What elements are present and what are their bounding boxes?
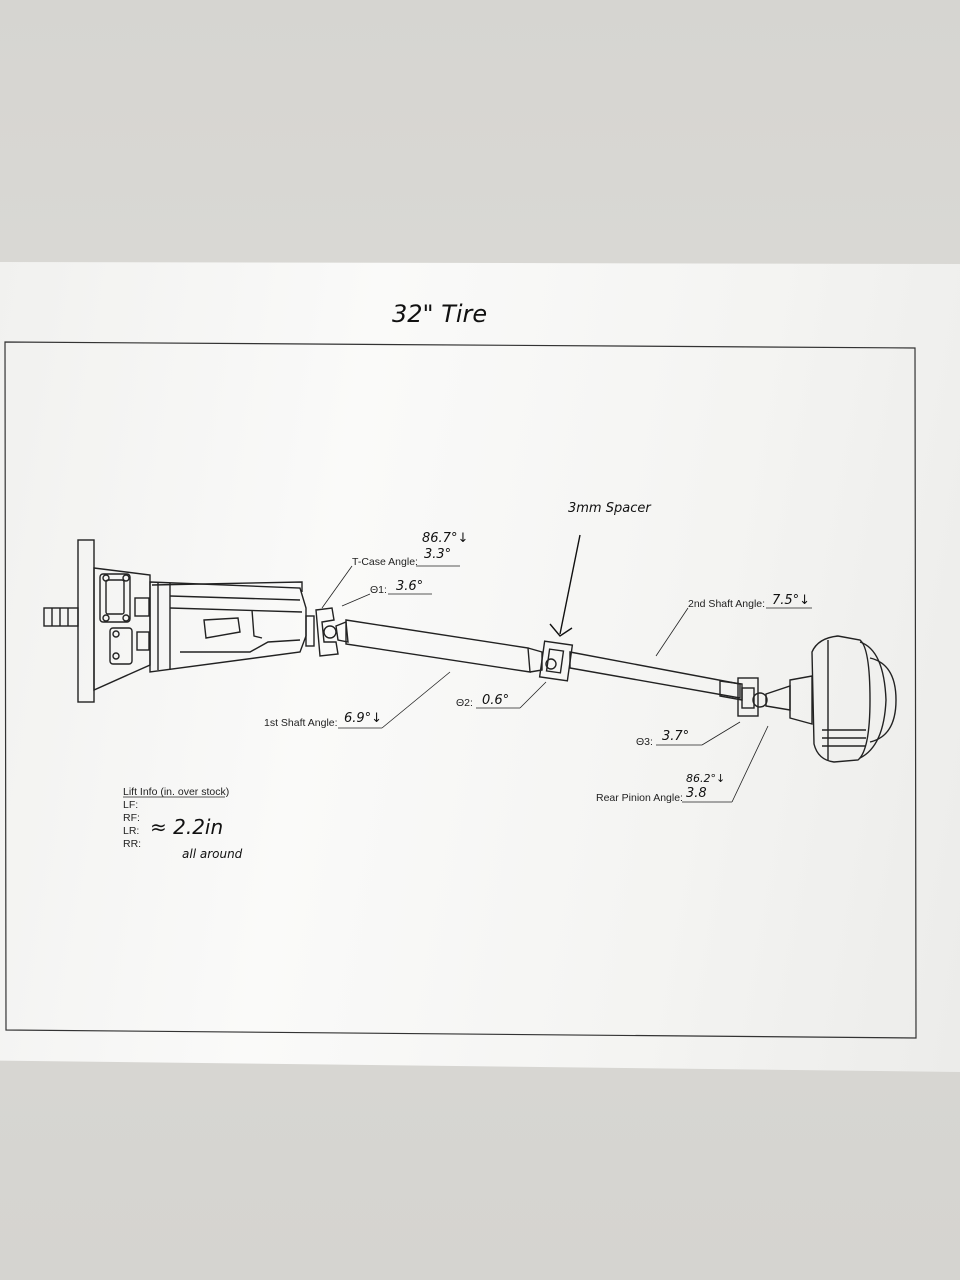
second-driveshaft bbox=[569, 651, 743, 701]
rear-pinion-label: Rear Pinion Angle: bbox=[596, 792, 683, 804]
rear-differential bbox=[789, 635, 897, 763]
theta1-label: Θ1: bbox=[370, 584, 387, 596]
theta3-value: 3.7° bbox=[662, 729, 689, 744]
bellhousing-flange bbox=[77, 539, 95, 703]
paper-sheet bbox=[0, 262, 960, 1072]
theta1-callout: Θ1: 3.6° bbox=[341, 579, 432, 607]
lift-row-lr: LR: bbox=[123, 825, 139, 837]
first-shaft-label: 1st Shaft Angle: bbox=[264, 717, 338, 729]
first-driveshaft bbox=[345, 619, 543, 673]
theta3-label: Θ3: bbox=[636, 736, 653, 748]
center-u-joint bbox=[538, 640, 574, 682]
handwritten-title: 32" Tire bbox=[392, 300, 487, 328]
lift-row-rr: RR: bbox=[123, 838, 141, 850]
first-shaft-callout: 1st Shaft Angle: 6.9°↓ bbox=[264, 671, 451, 729]
input-shaft bbox=[43, 607, 79, 627]
rear-pinion-value: 3.8 bbox=[686, 786, 707, 801]
rear-u-joint bbox=[737, 677, 791, 717]
rear-pinion-top-value: 86.2°↓ bbox=[686, 772, 725, 785]
spacer-callout: 3mm Spacer bbox=[549, 501, 652, 637]
transfer-case bbox=[43, 539, 315, 703]
lift-row-lf: LF: bbox=[123, 799, 138, 811]
second-shaft-label: 2nd Shaft Angle: bbox=[688, 598, 765, 610]
tcase-u-joint bbox=[315, 607, 349, 657]
lift-info-title: Lift Info (in. over stock) bbox=[123, 786, 229, 798]
first-shaft-value: 6.9°↓ bbox=[344, 711, 382, 726]
tcase-angle-callout: 86.7°↓ T-Case Angle: 3.3° bbox=[321, 531, 468, 609]
tcase-top-value: 86.7°↓ bbox=[422, 531, 468, 546]
theta2-label: Θ2: bbox=[456, 697, 473, 709]
theta2-callout: Θ2: 0.6° bbox=[456, 681, 547, 709]
rear-pinion-callout: 86.2°↓ Rear Pinion Angle: 3.8 bbox=[596, 725, 769, 804]
tcase-angle-label: T-Case Angle: bbox=[352, 556, 418, 568]
theta1-value: 3.6° bbox=[396, 579, 423, 594]
theta3-callout: Θ3: 3.7° bbox=[636, 721, 741, 748]
drawing-border bbox=[4, 341, 917, 1039]
tcase-angle-value: 3.3° bbox=[424, 547, 451, 562]
second-shaft-callout: 2nd Shaft Angle: 7.5°↓ bbox=[655, 593, 812, 657]
second-shaft-value: 7.5°↓ bbox=[772, 593, 810, 608]
lift-handwritten-value: ≈ 2.2in bbox=[150, 815, 223, 839]
theta2-value: 0.6° bbox=[482, 693, 509, 708]
spacer-note: 3mm Spacer bbox=[568, 501, 652, 516]
lift-info: Lift Info (in. over stock) LF: RF: LR: R… bbox=[123, 786, 243, 861]
lift-handwritten-note: all around bbox=[182, 847, 243, 861]
lift-row-rf: RF: bbox=[123, 812, 140, 824]
